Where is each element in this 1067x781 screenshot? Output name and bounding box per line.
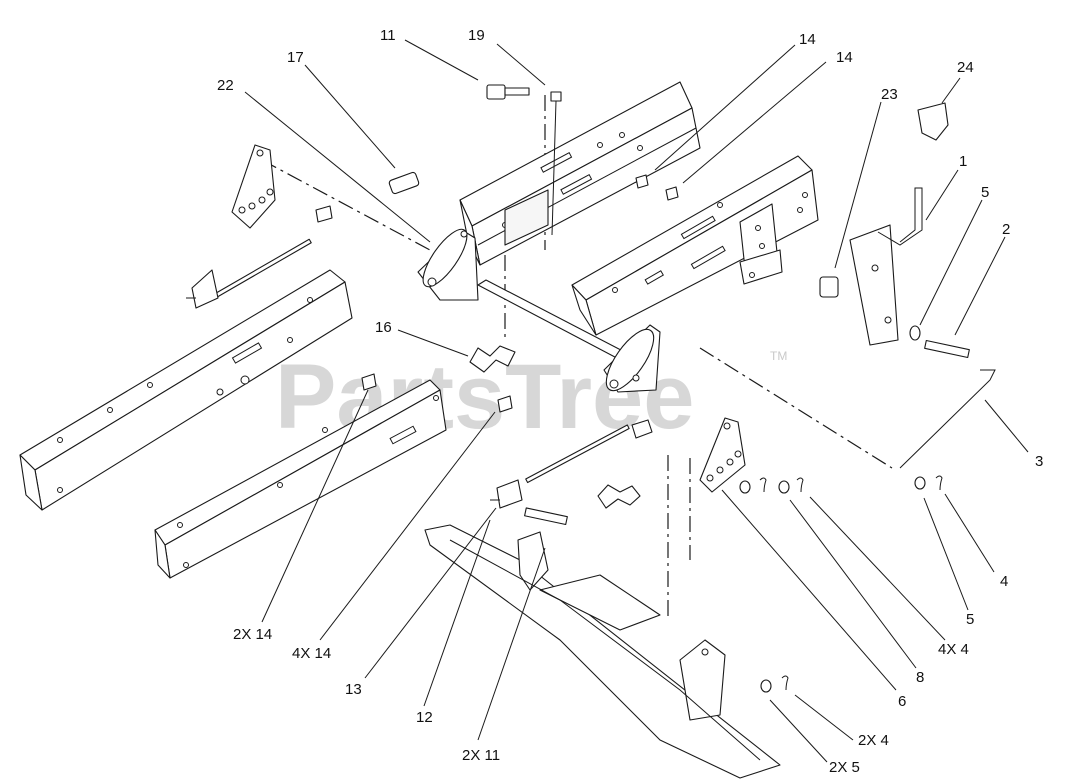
upper-frame-channel — [459, 81, 701, 266]
lower-left-frame-channel — [154, 379, 447, 579]
callout-4x14: 4X 14 — [292, 645, 331, 662]
callout-6: 6 — [898, 693, 906, 710]
callout-2x11: 2X 11 — [462, 747, 500, 764]
callout-22: 22 — [217, 77, 234, 94]
watermark-trademark: TM — [770, 349, 787, 363]
hardware — [361, 84, 943, 693]
callout-5-upper: 5 — [981, 184, 989, 201]
callout-8: 8 — [916, 669, 924, 686]
callout-2x4: 2X 4 — [858, 732, 889, 749]
callout-2: 2 — [1002, 221, 1010, 238]
callout-2x5: 2X 5 — [829, 759, 860, 776]
upper-left-lift-link — [186, 144, 333, 309]
callout-4: 4 — [1000, 573, 1008, 590]
callout-1: 1 — [959, 153, 967, 170]
callout-labels: 11 19 14 14 17 22 23 24 1 5 2 16 3 4 5 4… — [217, 27, 1043, 776]
lower-link-rod — [490, 419, 653, 509]
callout-16: 16 — [375, 319, 392, 336]
callout-14-upper: 14 — [799, 31, 816, 48]
callout-2x14: 2X 14 — [233, 626, 272, 643]
pivot-shaft-assembly — [417, 228, 661, 393]
callout-13: 13 — [345, 681, 362, 698]
callout-17: 17 — [287, 49, 304, 66]
callout-24: 24 — [957, 59, 974, 76]
deck-hanger-bracket — [424, 524, 781, 779]
callout-11: 11 — [380, 27, 396, 44]
right-lift-arm — [699, 417, 746, 493]
callout-3: 3 — [1035, 453, 1043, 470]
callout-5-lower: 5 — [966, 611, 974, 628]
right-frame-channel — [571, 155, 819, 336]
callout-12: 12 — [416, 709, 433, 726]
callout-4x4: 4X 4 — [938, 641, 969, 658]
callout-14-right: 14 — [836, 49, 853, 66]
lift-lever-assembly — [819, 102, 996, 490]
callout-23: 23 — [881, 86, 898, 103]
callout-19: 19 — [468, 27, 485, 44]
leader-lines — [244, 39, 1029, 763]
left-frame-channel — [19, 269, 353, 511]
